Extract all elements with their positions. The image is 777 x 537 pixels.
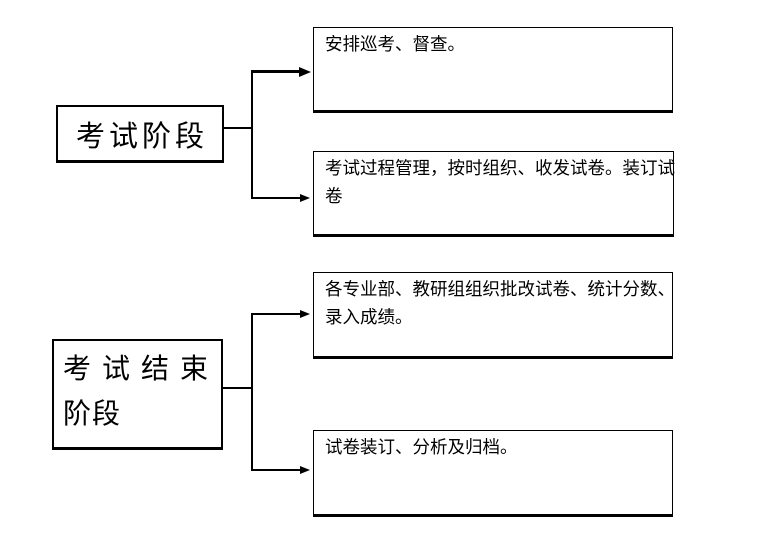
task-box-2: 考试过程管理，按时组织、收发试卷。装订试 卷: [313, 151, 675, 237]
arrow-shaft-task-3: [251, 313, 301, 315]
stage-label-exam-end-line1: 考试结束: [63, 352, 220, 385]
arrow-head-icon-task-1: [299, 66, 311, 77]
task-1-text: 安排巡考、督查。: [325, 35, 465, 55]
task-2-text-line2: 卷: [325, 187, 343, 207]
stage-label-exam: 考试阶段: [75, 118, 208, 153]
connector-stub-exam: [224, 127, 252, 129]
arrow-head-icon-task-2: [300, 194, 310, 202]
task-box-3: 各专业部、教研组组织批改试卷、统计分数、 录入成绩。: [313, 272, 675, 359]
stage-box-exam: 考试阶段: [56, 105, 224, 163]
connector-trunk-exam: [251, 70, 253, 199]
task-box-4: 试卷装订、分析及归档。: [313, 430, 673, 517]
task-4-text: 试卷装订、分析及归档。: [325, 438, 518, 458]
arrow-shaft-task-2: [251, 197, 301, 199]
connector-stub-exam-end: [223, 387, 252, 389]
arrow-head-icon-task-3: [300, 310, 310, 318]
arrow-head-icon-task-4: [300, 466, 310, 474]
stage-label-exam-end-line2: 阶段: [63, 397, 122, 430]
task-3-text-line2: 录入成绩。: [325, 308, 413, 328]
task-2-text-line1: 考试过程管理，按时组织、收发试卷。装订试: [325, 159, 675, 179]
task-3-text-line1: 各专业部、教研组组织批改试卷、统计分数、: [325, 280, 675, 300]
connector-trunk-exam-end: [251, 313, 253, 471]
arrow-shaft-task-1: [251, 70, 301, 73]
task-box-1: 安排巡考、督查。: [313, 27, 673, 113]
arrow-shaft-task-4: [251, 469, 301, 471]
stage-box-exam-end: 考试结束 阶段: [52, 339, 223, 450]
